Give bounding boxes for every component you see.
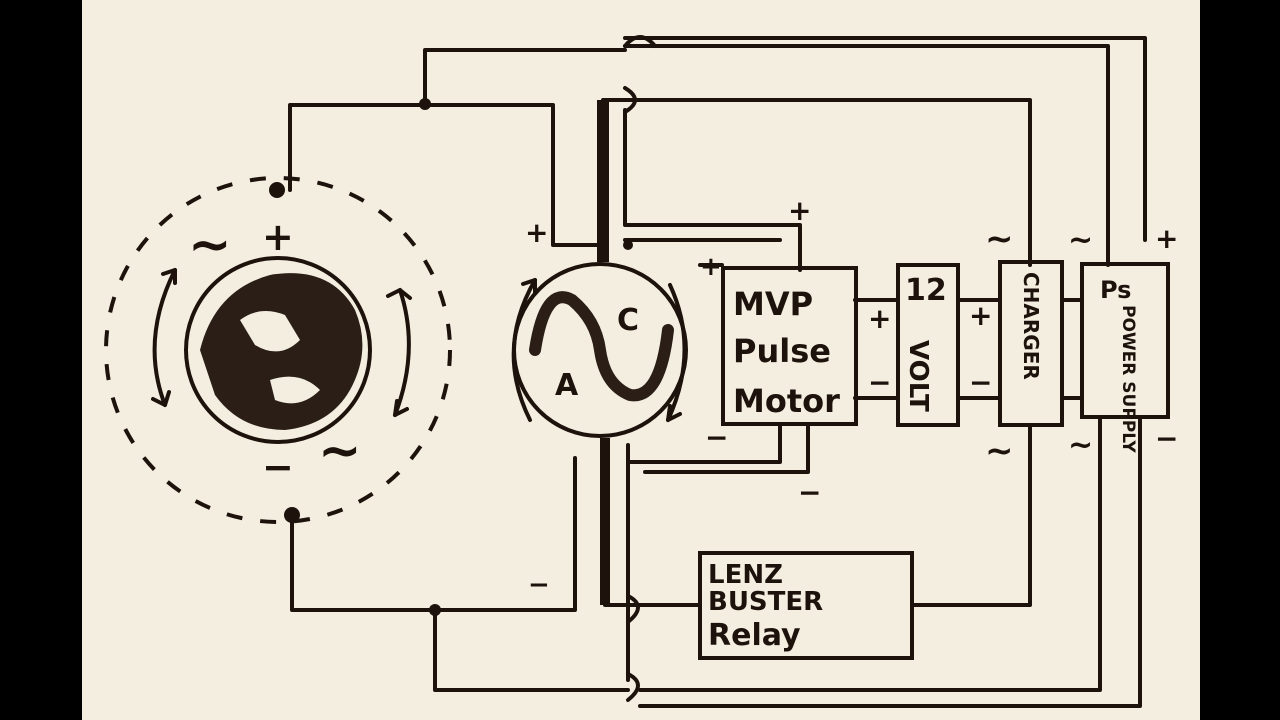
psu-label: POWER SUPPLY xyxy=(1118,305,1138,453)
junction-dots xyxy=(269,98,633,616)
generator-pos-label: + xyxy=(525,216,548,249)
battery-neg-label: − xyxy=(969,366,992,399)
relay-line3: Relay xyxy=(708,618,801,653)
mvp-pos-in-label: + xyxy=(868,302,891,335)
relay-line2: BUSTER xyxy=(708,587,823,617)
source-neg-label: − xyxy=(262,445,294,489)
psu-neg-label: − xyxy=(1155,422,1178,455)
psu-sub-label: Ps xyxy=(1100,276,1131,304)
psu-ac-bottom-label: ~ xyxy=(1068,428,1093,463)
mvp-motor-box xyxy=(721,266,858,426)
mvp-neg-in-label: − xyxy=(868,366,891,399)
generator xyxy=(511,262,688,438)
psu-ac-top-label: ~ xyxy=(1068,223,1093,258)
generator-neg3-label: − xyxy=(528,570,550,600)
generator-pos2-label: + xyxy=(700,252,722,282)
relay-box xyxy=(698,551,914,660)
globe-source xyxy=(104,176,452,524)
relay-line1: LENZ xyxy=(708,560,783,590)
power-supply-box xyxy=(1080,262,1170,419)
psu-pos-label: + xyxy=(1155,222,1178,255)
wires xyxy=(288,35,1147,708)
generator-a-label: A xyxy=(555,368,579,403)
source-ac-top-label: ~ xyxy=(188,215,232,275)
mvp-line1: MVP xyxy=(733,285,813,323)
battery-line2: VOLT xyxy=(903,340,933,412)
charger-ac-top-label: ~ xyxy=(985,219,1014,259)
generator-neg-label: − xyxy=(705,421,728,454)
mvp-line2: Pulse xyxy=(733,332,831,370)
mvp-line3: Motor xyxy=(733,382,840,420)
mvp-pos-label: + xyxy=(788,194,811,227)
mvp-neg-out-label: − xyxy=(798,476,821,509)
charger-label: CHARGER xyxy=(1019,272,1043,380)
generator-c-label: C xyxy=(617,303,639,338)
battery-box xyxy=(896,263,960,427)
source-pos-label: + xyxy=(262,215,294,259)
charger-box xyxy=(998,260,1064,427)
charger-ac-bottom-label: ~ xyxy=(985,431,1014,471)
battery-pos-label: + xyxy=(969,299,992,332)
source-ac-bottom-label: ~ xyxy=(318,421,362,481)
battery-line1: 12 xyxy=(905,273,947,308)
